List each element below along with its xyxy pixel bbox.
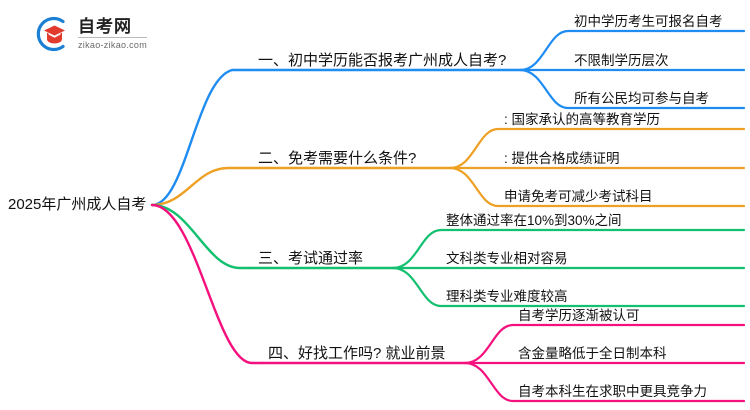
logo-mark-svg bbox=[36, 16, 65, 52]
zikao-logo-icon bbox=[30, 12, 74, 56]
branch-1-leaf-1[interactable]: 初中学历考生可报名自考 bbox=[574, 14, 723, 29]
branch-4-leaf-1[interactable]: 自考学历逐渐被认可 bbox=[518, 308, 640, 323]
branch-node-2[interactable]: 二、免考需要什么条件? bbox=[258, 150, 417, 167]
branch-2-leaf-1[interactable]: : 国家承认的高等教育学历 bbox=[504, 112, 661, 127]
connector-root-to-branch-3 bbox=[150, 203, 252, 270]
logo-subtitle: zikao-zikao.com bbox=[78, 40, 148, 50]
logo-wordmark: 自考网 zikao-zikao.com bbox=[78, 18, 148, 50]
branch-node-3[interactable]: 三、考试通过率 bbox=[258, 250, 364, 267]
logo-title: 自考网 bbox=[78, 18, 148, 38]
branch-3-leaf-2[interactable]: 文科类专业相对容易 bbox=[446, 251, 568, 266]
connector-root-to-branch-4 bbox=[150, 203, 264, 365]
connector-root-to-branch-2 bbox=[150, 166, 242, 207]
branch-3-leaf-1[interactable]: 整体通过率在10%到30%之间 bbox=[446, 213, 622, 228]
branch-node-1[interactable]: 一、初中学历能否报考广州成人自考? bbox=[258, 52, 507, 69]
brand-logo[interactable]: 自考网 zikao-zikao.com bbox=[30, 11, 180, 57]
mindmap-root-node[interactable]: 2025年广州成人自考 bbox=[8, 196, 147, 213]
branch-4-leaf-3[interactable]: 自考本科生在求职中更具竞争力 bbox=[518, 384, 707, 399]
connector-root-to-branch-1 bbox=[150, 68, 252, 207]
branch-2-leaf-3[interactable]: 申请免考可减少考试科目 bbox=[504, 189, 653, 204]
branch-4-leaf-2[interactable]: 含金量略低于全日制本科 bbox=[518, 346, 667, 361]
branch-1-leaf-2[interactable]: 不限制学历层次 bbox=[574, 53, 669, 68]
branch-node-4[interactable]: 四、好找工作吗? 就业前景 bbox=[268, 345, 446, 362]
branch-2-leaf-2[interactable]: : 提供合格成绩证明 bbox=[504, 151, 620, 166]
branch-3-leaf-3[interactable]: 理科类专业难度较高 bbox=[446, 289, 568, 304]
branch-1-leaf-3[interactable]: 所有公民均可参与自考 bbox=[574, 91, 709, 106]
